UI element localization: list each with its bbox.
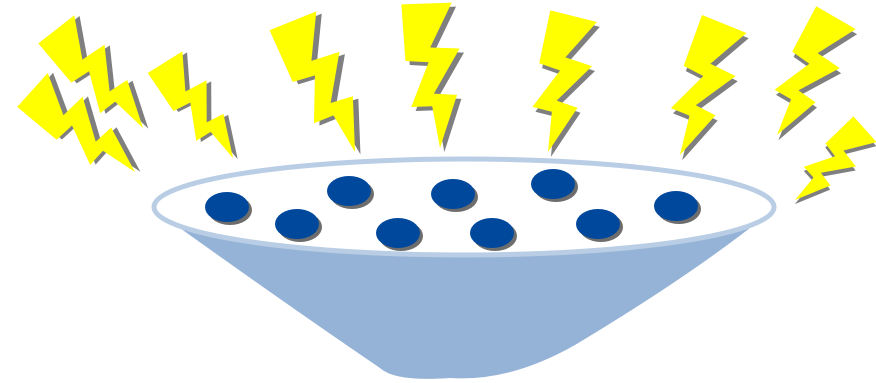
lightning-bolt-icon: [270, 7, 382, 168]
lightning-bolt-icon: [401, 2, 467, 153]
lightning-bolt-icon: [148, 47, 254, 175]
lightning-bolt-icon: [649, 15, 756, 168]
lightning-bolt-icon: [516, 10, 607, 162]
lightning-bolt-icon: [777, 116, 876, 215]
